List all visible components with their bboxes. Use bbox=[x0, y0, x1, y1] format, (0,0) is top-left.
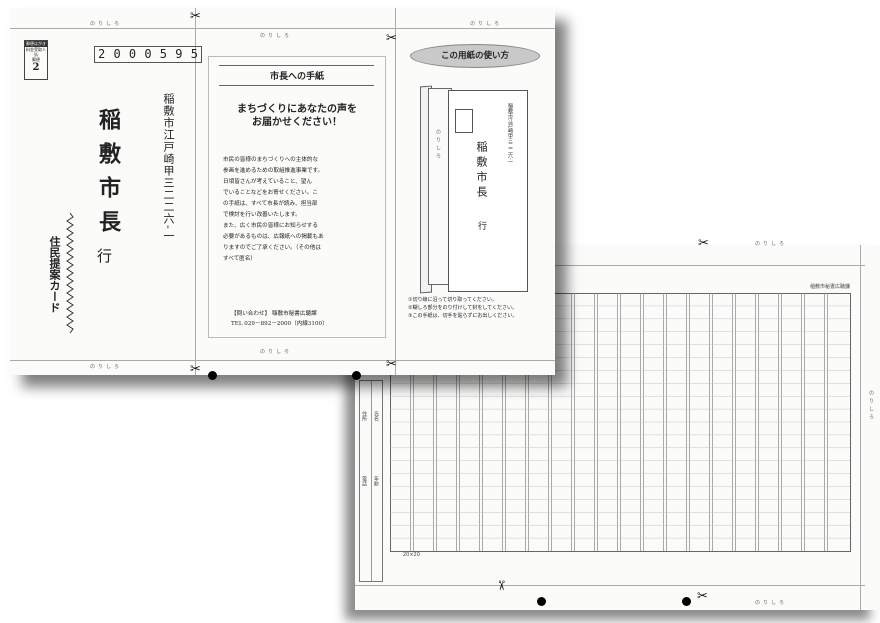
right-fold-line bbox=[860, 245, 861, 610]
body-line: りますのでご了承ください。（その他は bbox=[223, 245, 321, 251]
info-label: 氏名 bbox=[373, 411, 379, 421]
heading-line: まちづくりにあなたの声を bbox=[237, 104, 357, 115]
usage-notes: ①切り線に沿って切り取ってください。 ②糊しろ部分をのり付けして封をしてください… bbox=[408, 296, 546, 320]
scissors-icon: ✂ bbox=[386, 31, 397, 46]
envelope-illustration: 稲敷市長 行 稲敷市江戸崎甲三二二六-一 bbox=[448, 90, 528, 292]
stamp-line: 郵便 bbox=[32, 57, 40, 62]
contact-line: 【問い合わせ】 稲敷市秘書広聴課 bbox=[231, 311, 317, 317]
registration-dot bbox=[208, 371, 217, 380]
registration-dot bbox=[352, 371, 361, 380]
stamp-number: 2 bbox=[32, 62, 40, 73]
info-label: 住所 bbox=[361, 411, 367, 421]
body-line: また、広く市民の皆様にお知らせする bbox=[223, 223, 318, 229]
bottom-cut-line bbox=[355, 585, 865, 586]
return-address: 稲敷市江戸崎甲三二二六-一 bbox=[162, 93, 175, 242]
letter-body: 市民の皆様のまちづくりへの主体的な 参画を進めるための取組推進事業です。 日頃皆… bbox=[223, 155, 381, 265]
scissors-icon: ✂ bbox=[190, 9, 201, 24]
title-rule bbox=[219, 85, 374, 86]
bottom-cut-line bbox=[10, 360, 555, 361]
envelope-addressee: 稲敷市長 bbox=[475, 141, 488, 201]
fold-line bbox=[195, 8, 196, 375]
fold-label: のりしろ bbox=[90, 21, 123, 27]
letter-heading: まちづくりにあなたの声を お届かせください！ bbox=[209, 103, 385, 129]
body-line: の手紙は、すべて市長が読み、担当部 bbox=[223, 201, 318, 207]
envelope-honorific: 行 bbox=[476, 221, 486, 230]
strip-divider bbox=[371, 381, 372, 581]
letter-frame: 市長への手紙 まちづくりにあなたの声を お届かせください！ 市民の皆様のまちづく… bbox=[208, 56, 386, 338]
perforation-line bbox=[66, 213, 74, 334]
usage-title: この用紙の使い方 bbox=[410, 44, 540, 68]
postcard-sheet: ✂ ✂ ✂ ✂ のりしろ のりしろ のりしろ のりしろ のりしろ 郵便はがき 料… bbox=[10, 8, 555, 380]
title-rule bbox=[219, 65, 374, 66]
info-label: 年齢 bbox=[373, 476, 379, 486]
registration-dot bbox=[537, 597, 546, 606]
info-label: 電話 bbox=[361, 476, 367, 486]
registration-dot bbox=[682, 597, 691, 606]
body-line: 必要があるものは、広報紙への掲載もあ bbox=[223, 234, 324, 240]
scissors-icon: ✂ bbox=[190, 362, 201, 377]
department-label: 稲敷市秘書広聴課 bbox=[810, 284, 851, 290]
scissors-icon: ✂ bbox=[492, 580, 508, 591]
body-line: すべて匿名） bbox=[223, 256, 256, 262]
postal-code: 2 0 0 0 5 9 5 bbox=[94, 46, 203, 63]
addressee-honorific: 行 bbox=[95, 248, 113, 263]
scissors-icon: ✂ bbox=[698, 236, 709, 251]
fold-line bbox=[395, 8, 396, 375]
usage-note: ③この手紙は、切手を貼らずにお出しください。 bbox=[408, 313, 518, 319]
envelope-address: 稲敷市江戸崎甲三二二六-一 bbox=[507, 103, 513, 165]
stamp-header: 郵便はがき bbox=[25, 41, 47, 47]
body-line: 日頃皆さんが考えていること、望ん bbox=[223, 179, 312, 185]
body-line: で検討を行い改善いたします。 bbox=[223, 212, 301, 218]
fold-label: のりしろ bbox=[868, 390, 874, 422]
card-title: 住民提案カード bbox=[48, 236, 61, 313]
contact-line: TEL 029－892－2000（内線3100） bbox=[231, 321, 328, 327]
fold-label: のりしろ bbox=[755, 600, 788, 606]
postage-stamp: 郵便はがき 料金受取人払 郵便 2 bbox=[24, 40, 48, 80]
top-cut-line bbox=[355, 265, 865, 266]
usage-note: ②糊しろ部分をのり付けして封をしてください。 bbox=[408, 305, 518, 311]
scissors-icon: ✂ bbox=[386, 357, 397, 372]
top-cut-line bbox=[10, 28, 555, 29]
fold-label: のりしろ bbox=[755, 241, 788, 247]
fold-label: のりしろ bbox=[90, 364, 123, 370]
info-strip: 住所 氏名 電話 年齢 bbox=[359, 380, 383, 582]
fold-label: のりしろ bbox=[260, 349, 293, 355]
stamp-placeholder bbox=[455, 109, 473, 133]
fold-label: のりしろ bbox=[435, 129, 441, 161]
fold-label: のりしろ bbox=[260, 33, 293, 39]
addressee-name: 稲敷市長 bbox=[95, 108, 121, 244]
body-line: 市民の皆様のまちづくりへの主体的な bbox=[223, 157, 319, 163]
contact-info: 【問い合わせ】 稲敷市秘書広聴課 TEL 029－892－2000（内線3100… bbox=[231, 309, 328, 329]
stamp-line: 料金受取人払 bbox=[26, 47, 46, 57]
body-line: でいることなどをお寄せください。こ bbox=[223, 190, 318, 196]
body-line: 参画を進めるための取組推進事業です。 bbox=[223, 168, 324, 174]
grid-size-label: 20×20 bbox=[403, 552, 420, 558]
scissors-icon: ✂ bbox=[697, 589, 708, 604]
letter-title: 市長への手紙 bbox=[269, 72, 324, 82]
usage-note: ①切り線に沿って切り取ってください。 bbox=[408, 297, 497, 303]
fold-label: のりしろ bbox=[470, 21, 503, 27]
heading-line: お届かせください！ bbox=[252, 117, 342, 128]
